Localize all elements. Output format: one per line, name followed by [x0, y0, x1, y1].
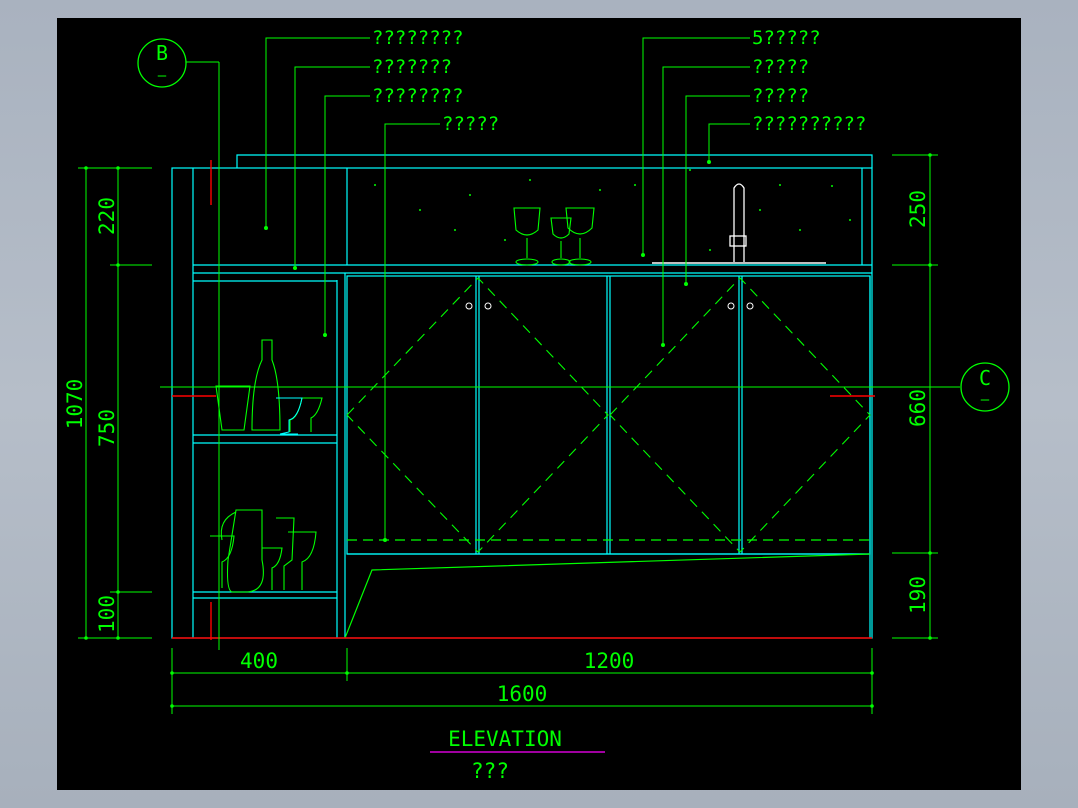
callout-label: ???????? — [372, 27, 464, 49]
handle-icon — [727, 302, 735, 310]
pitcher-and-glasses — [210, 509, 317, 593]
handle-icon — [465, 302, 473, 310]
callout-label: 5????? — [752, 27, 821, 49]
marker-letter: B — [156, 41, 168, 65]
callout-label: ??????? — [372, 56, 452, 78]
dimension-label: 750 — [95, 409, 119, 447]
callout-label: ???????? — [372, 85, 464, 107]
callout-leaders — [265, 37, 750, 540]
shelf-glass-outline — [276, 397, 303, 435]
cut-lines — [172, 160, 875, 640]
callout-label: ?????????? — [752, 113, 866, 135]
backsplash-texture — [374, 169, 851, 251]
dimension-label: 100 — [95, 595, 119, 633]
wine-glasses-counter — [513, 207, 595, 266]
drawing-subtitle: ??? — [471, 759, 509, 783]
base-plinth — [344, 539, 871, 639]
callout-label: ????? — [752, 85, 809, 107]
top-cap-line — [236, 154, 873, 168]
marker-sub: — — [981, 392, 990, 408]
section-marker-b: B — — [137, 38, 219, 88]
dimension-label: 190 — [906, 576, 930, 614]
cad-drawing-canvas: B — C — ???????? ??????? ???????? ????? … — [57, 18, 1021, 790]
door-handles — [465, 302, 754, 310]
dimension-ticks — [84, 153, 932, 708]
door-diamond-pattern — [346, 277, 871, 553]
callout-label: ????? — [442, 113, 499, 135]
leader-dots — [264, 160, 711, 542]
handle-icon — [746, 302, 754, 310]
callout-label: ????? — [752, 56, 809, 78]
drawing-title: ELEVATION — [448, 727, 562, 751]
elevation-drawing: B — C — ???????? ??????? ???????? ????? … — [63, 27, 1010, 783]
dimension-label: 1600 — [497, 682, 548, 706]
dimension-label: 220 — [95, 197, 119, 235]
dimension-label: 250 — [906, 190, 930, 228]
marker-letter: C — [979, 366, 991, 390]
section-marker-c: C — — [960, 362, 1010, 412]
marker-sub: — — [158, 68, 167, 84]
dimension-lines — [78, 154, 938, 714]
dimension-label: 400 — [240, 649, 278, 673]
decanter-and-glasses — [215, 339, 323, 432]
cabinet-body — [171, 167, 873, 639]
dimension-label: 1200 — [584, 649, 635, 673]
handle-icon — [484, 302, 492, 310]
dimension-label: 1070 — [63, 379, 87, 430]
dimension-label: 660 — [906, 389, 930, 427]
faucet-icon — [729, 183, 747, 262]
